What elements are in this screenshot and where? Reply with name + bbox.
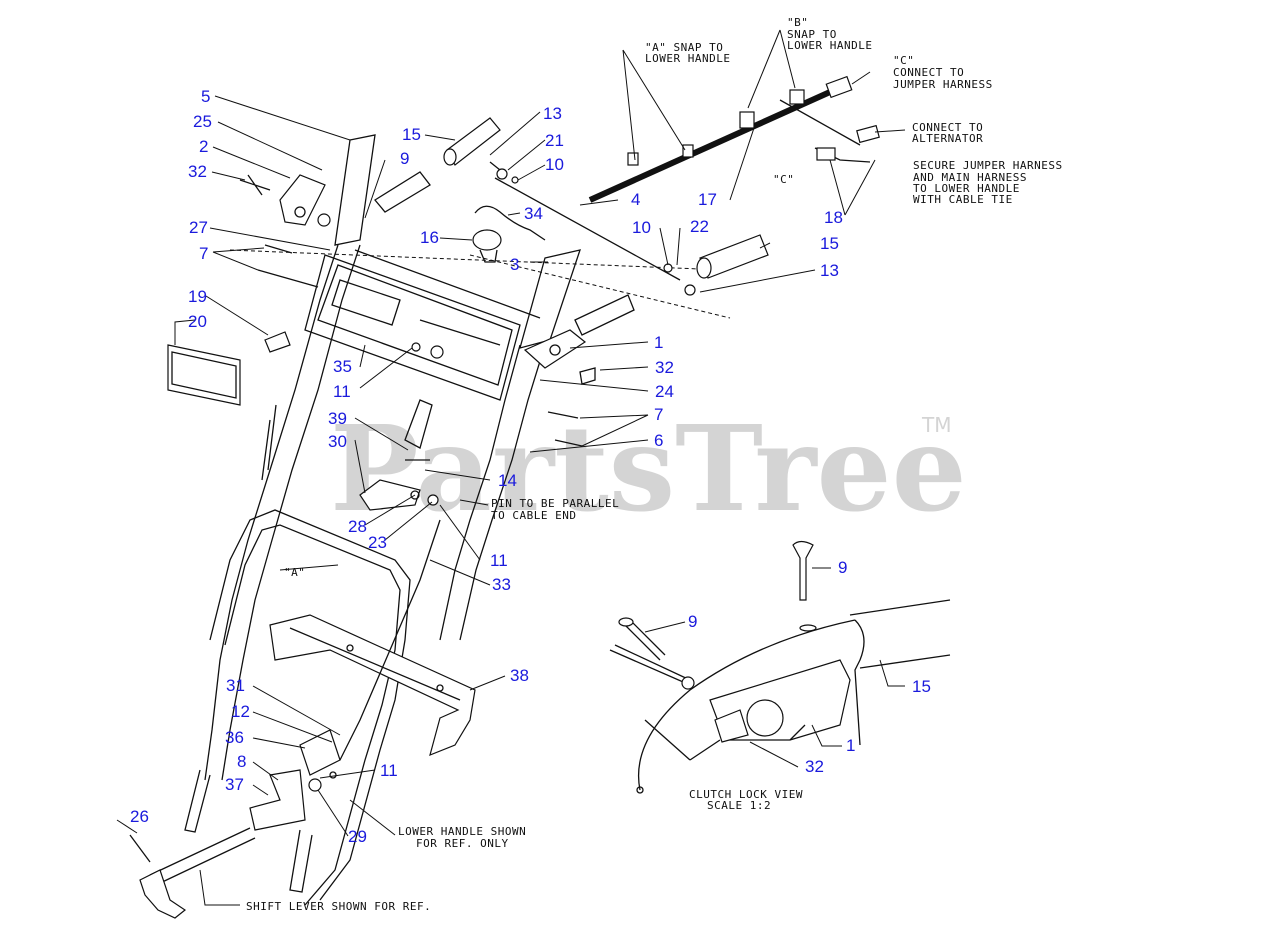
callout-26: 26 <box>130 807 149 826</box>
control-arm <box>359 399 439 511</box>
callout-30: 30 <box>328 432 347 451</box>
note-conn-c-2: CONNECT TO <box>893 66 964 79</box>
callout-32b: 32 <box>655 358 674 377</box>
callout-18: 18 <box>824 208 843 227</box>
callout-39: 39 <box>328 409 347 428</box>
headlight <box>167 331 291 406</box>
callout-3: 3 <box>510 255 519 274</box>
note-snap-b-3: LOWER HANDLE <box>787 39 872 52</box>
note-conn-c-3: JUMPER HARNESS <box>893 78 993 91</box>
callout-25: 25 <box>193 112 212 131</box>
partstree-watermark: PartsTree <box>330 399 967 538</box>
callout-22: 22 <box>690 217 709 236</box>
grip-right <box>574 234 769 336</box>
leader-lines <box>116 95 905 906</box>
diagram-notes: "A" SNAP TO LOWER HANDLE "B" SNAP TO LOW… <box>246 16 1063 913</box>
note-c-label: "C" <box>773 173 794 186</box>
callout-10: 10 <box>545 155 564 174</box>
callout-6: 6 <box>654 431 663 450</box>
note-alt-2: ALTERNATOR <box>912 132 983 145</box>
callout-36: 36 <box>225 728 244 747</box>
callout-33: 33 <box>492 575 511 594</box>
callout-9: 9 <box>400 149 409 168</box>
callout-19: 19 <box>188 287 207 306</box>
note-pin-2: TO CABLE END <box>491 509 576 522</box>
note-secure-1: SECURE JUMPER HARNESS <box>913 159 1063 172</box>
knob <box>472 229 502 263</box>
callout-8: 8 <box>237 752 246 771</box>
callout-11: 11 <box>333 382 351 401</box>
callout-27: 27 <box>189 218 208 237</box>
callout-16: 16 <box>420 228 439 247</box>
note-pin-1: PIN TO BE PARALLEL <box>491 497 619 510</box>
shift-lever <box>129 827 256 919</box>
callout-20: 20 <box>188 312 207 331</box>
note-snap-a-1: "A" SNAP TO <box>645 41 723 54</box>
callout-11b: 11 <box>490 551 508 570</box>
callout-31: 31 <box>226 676 245 695</box>
clutch-lock-view <box>609 540 951 794</box>
control-panel <box>304 249 541 401</box>
callout-numbers: 5 25 2 32 15 13 21 10 9 34 4 16 27 7 19 … <box>130 87 931 846</box>
note-secure-4: WITH CABLE TIE <box>913 193 1013 206</box>
callout-23: 23 <box>368 533 387 552</box>
callout-9b: 9 <box>838 558 847 577</box>
wiring-harness <box>588 75 880 203</box>
callout-15b: 15 <box>820 234 839 253</box>
callout-35: 35 <box>333 357 352 376</box>
callout-4: 4 <box>631 190 640 209</box>
note-clutch-1: CLUTCH LOCK VIEW <box>689 788 803 801</box>
note-snap-b-1: "B" <box>787 16 808 29</box>
lower-handle <box>209 509 411 906</box>
callout-14: 14 <box>498 471 517 490</box>
callout-1: 1 <box>654 333 663 352</box>
note-conn-c-1: "C" <box>893 54 914 67</box>
upper-handle-left <box>184 134 376 833</box>
callout-29: 29 <box>348 827 367 846</box>
crossbar <box>269 614 476 757</box>
callout-17: 17 <box>698 190 717 209</box>
callout-7b: 7 <box>654 405 663 424</box>
callout-1b: 1 <box>846 736 855 755</box>
note-snap-a-2: LOWER HANDLE <box>645 52 730 65</box>
callout-38: 38 <box>510 666 529 685</box>
callout-21: 21 <box>545 131 564 150</box>
note-shift: SHIFT LEVER SHOWN FOR REF. <box>246 900 431 913</box>
callout-12: 12 <box>231 702 250 721</box>
callout-34: 34 <box>524 204 543 223</box>
callout-15c: 15 <box>912 677 931 696</box>
callout-10b: 10 <box>632 218 651 237</box>
bracket-right <box>523 329 596 385</box>
bracket-left <box>239 174 331 227</box>
note-clutch-2: SCALE 1:2 <box>707 799 771 812</box>
callout-37: 37 <box>225 775 244 794</box>
callout-11c: 11 <box>380 761 398 780</box>
note-a-label: "A" <box>284 566 305 579</box>
note-secure-3: TO LOWER HANDLE <box>913 182 1020 195</box>
callout-13b: 13 <box>820 261 839 280</box>
callout-7: 7 <box>199 244 208 263</box>
callout-5: 5 <box>201 87 210 106</box>
note-secure-2: AND MAIN HARNESS <box>913 171 1027 184</box>
trademark-symbol: TM <box>921 413 951 437</box>
callout-13: 13 <box>543 104 562 123</box>
callout-32: 32 <box>188 162 207 181</box>
callout-15: 15 <box>402 125 421 144</box>
callout-24: 24 <box>655 382 674 401</box>
callout-2: 2 <box>199 137 208 156</box>
note-lower-2: FOR REF. ONLY <box>416 837 509 850</box>
callout-9c: 9 <box>688 612 697 631</box>
note-lower-1: LOWER HANDLE SHOWN <box>398 825 526 838</box>
note-alt-1: CONNECT TO <box>912 121 983 134</box>
note-snap-b-2: SNAP TO <box>787 28 837 41</box>
callout-32c: 32 <box>805 757 824 776</box>
shift-bracket <box>249 729 341 831</box>
callout-28: 28 <box>348 517 367 536</box>
grip-left <box>374 117 501 213</box>
